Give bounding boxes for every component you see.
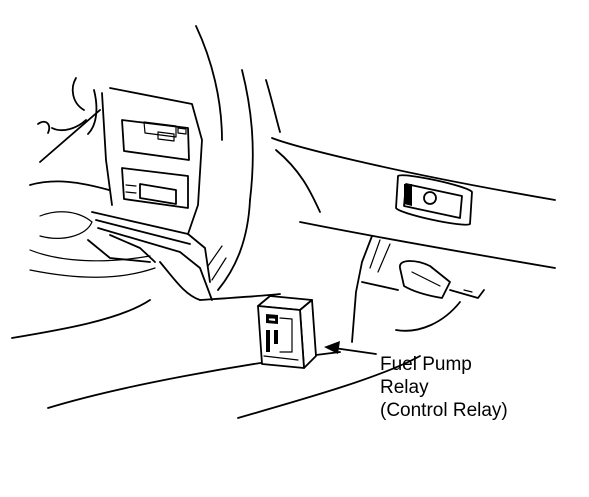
under-dash-components <box>351 235 485 343</box>
callout-label-line-3: (Control Relay) <box>380 400 508 421</box>
center-console <box>29 87 213 301</box>
callout-arrow <box>324 341 377 355</box>
dashboard-panel <box>11 25 556 419</box>
glovebox-latch <box>395 174 473 226</box>
steering-wheel-outline <box>37 77 98 135</box>
fuel-pump-relay <box>257 295 317 369</box>
callout-label-line-2: Relay <box>380 377 429 398</box>
callout-label-line-1: Fuel Pump <box>380 354 472 375</box>
